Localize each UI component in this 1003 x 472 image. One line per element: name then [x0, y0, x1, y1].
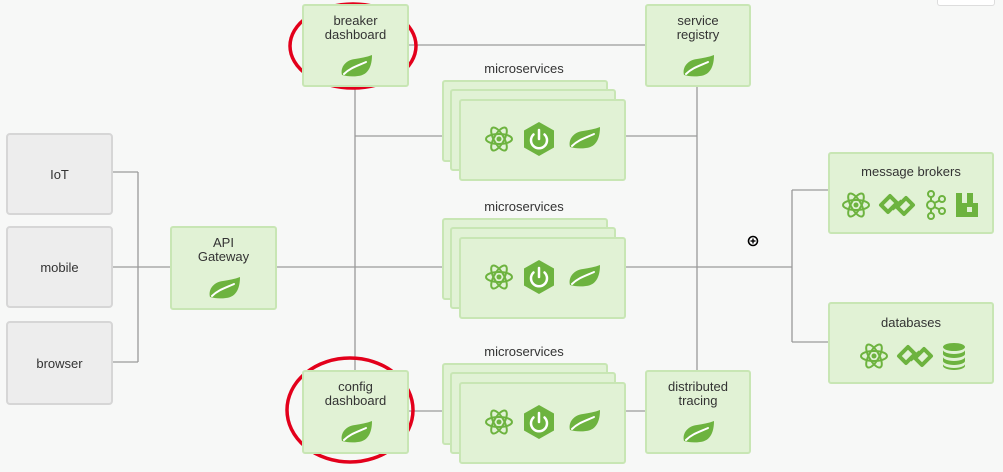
- spring-leaf-icon: [683, 421, 714, 443]
- message-brokers-label: message brokers: [861, 164, 961, 179]
- chain-link-icon: [879, 194, 915, 216]
- kafka-icon: [926, 190, 946, 220]
- client-iot-label: IoT: [50, 166, 69, 182]
- crosshair-icon: [747, 235, 759, 247]
- microservices-label: microservices: [484, 344, 564, 359]
- client-mobile-label: mobile: [40, 259, 79, 275]
- atom-icon: [485, 409, 513, 435]
- databases-label: databases: [881, 315, 941, 330]
- power-hexagon-icon: [524, 122, 554, 156]
- databases-icons: [859, 341, 967, 371]
- spring-leaf-icon: [569, 127, 600, 149]
- atom-icon: [485, 264, 513, 290]
- atom-icon: [860, 343, 888, 369]
- microservices-label: microservices: [484, 199, 564, 214]
- microservices-icons: [484, 121, 604, 157]
- spring-leaf-icon: [569, 265, 600, 287]
- rabbitmq-icon: [956, 193, 978, 217]
- power-hexagon-icon: [524, 260, 554, 294]
- spring-leaf-icon: [341, 55, 372, 77]
- atom-icon: [485, 126, 513, 152]
- spring-leaf-icon: [341, 421, 372, 443]
- client-browser: browser: [6, 321, 113, 405]
- message-brokers-box: message brokers: [828, 152, 994, 234]
- chain-link-icon: [897, 345, 933, 367]
- database-icon: [943, 343, 965, 370]
- microservices-icons: [484, 404, 604, 440]
- client-mobile: mobile: [6, 226, 113, 308]
- highlight-circle-config: [285, 356, 415, 464]
- atom-icon: [842, 192, 870, 218]
- spring-leaf-icon: [683, 55, 714, 77]
- message-brokers-icons: [841, 190, 980, 220]
- client-iot: IoT: [6, 133, 113, 215]
- spring-leaf-icon: [209, 277, 240, 299]
- corner-widget: [937, 0, 995, 6]
- power-hexagon-icon: [524, 405, 554, 439]
- client-browser-label: browser: [36, 355, 83, 371]
- spring-leaf-icon: [569, 410, 600, 432]
- databases-box: databases: [828, 302, 994, 384]
- microservices-icons: [484, 259, 604, 295]
- microservices-label: microservices: [484, 61, 564, 76]
